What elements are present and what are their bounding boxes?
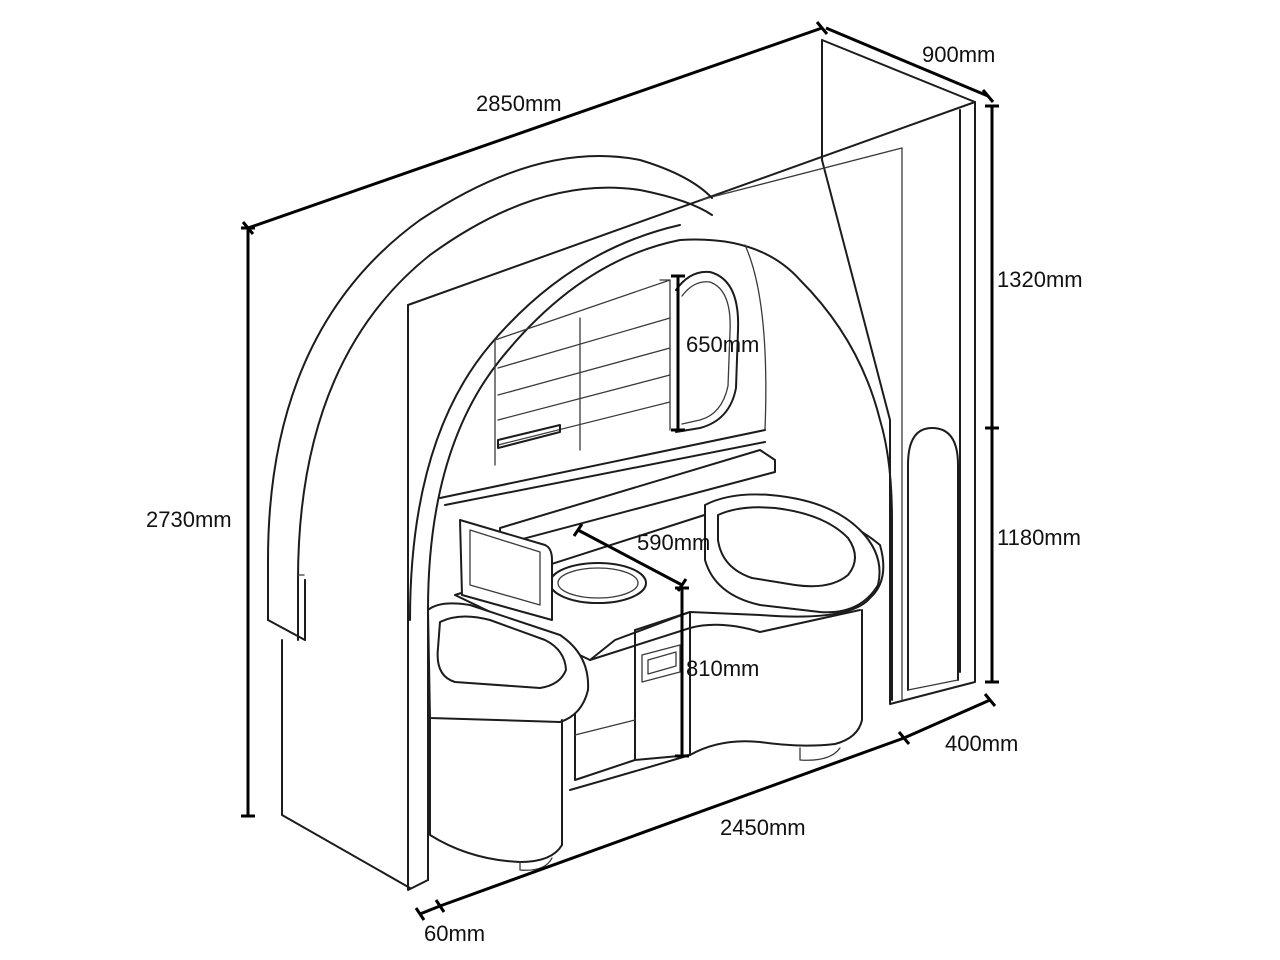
- pod-structure: [267, 39, 976, 891]
- left-basin: [427, 602, 590, 871]
- dim-line-counter-length: [439, 731, 911, 908]
- right-basin: [704, 493, 881, 614]
- side-door-opening: [907, 427, 959, 691]
- mirror-cabinet: [439, 270, 766, 506]
- dim-line-toe-depth: [903, 693, 997, 740]
- side-panel: [297, 574, 429, 881]
- dim-line-total-width: [241, 21, 829, 235]
- label-lower-height: 1180mm: [997, 525, 1081, 550]
- dim-line-panel-thickness: [414, 899, 446, 921]
- dim-line-counter-height: [675, 586, 689, 758]
- dimension-labels: 2850mm 900mm 2730mm 1320mm 1180mm 650mm …: [146, 42, 1083, 946]
- back-panel: [821, 39, 976, 705]
- dimension-lines: [241, 21, 999, 921]
- label-sink-width: 590mm: [637, 530, 710, 555]
- label-total-height: 2730mm: [146, 507, 232, 532]
- divider-screen: [459, 519, 553, 621]
- arch-frame: [267, 155, 893, 889]
- dim-line-total-height: [241, 226, 255, 818]
- label-total-width: 2850mm: [476, 91, 562, 116]
- label-counter-length: 2450mm: [720, 815, 806, 840]
- dim-line-depth: [825, 26, 995, 103]
- label-panel-thickness: 60mm: [424, 921, 485, 946]
- label-window-height: 650mm: [686, 332, 759, 357]
- dim-line-window-height: [671, 274, 685, 432]
- label-counter-height: 810mm: [686, 656, 759, 681]
- label-depth: 900mm: [922, 42, 995, 67]
- label-toe-depth: 400mm: [945, 731, 1018, 756]
- vanity-counter: [454, 449, 885, 791]
- dim-line-lower-height: [985, 428, 999, 684]
- label-upper-height: 1320mm: [997, 267, 1083, 292]
